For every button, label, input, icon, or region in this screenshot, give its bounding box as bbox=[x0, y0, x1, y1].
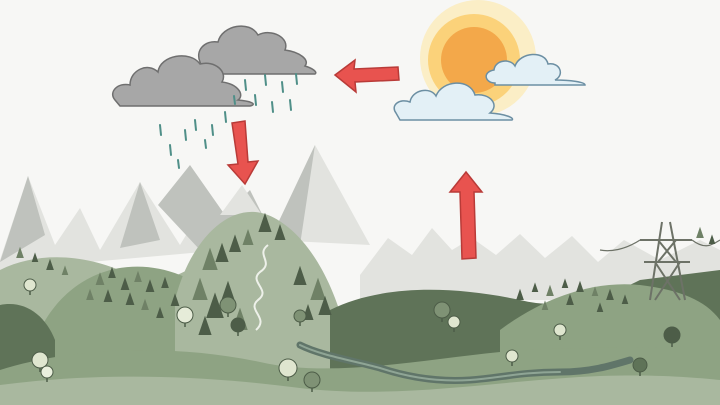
tree-icon bbox=[31, 252, 39, 262]
tree-icon bbox=[134, 270, 142, 282]
tree-icon bbox=[202, 247, 218, 270]
tree-icon bbox=[505, 349, 519, 366]
tree-icon bbox=[192, 277, 208, 300]
tree-icon bbox=[318, 295, 332, 315]
tree-icon bbox=[215, 242, 229, 262]
tree-icon bbox=[161, 276, 169, 288]
mountain-icon bbox=[220, 185, 262, 215]
tree-icon bbox=[170, 293, 180, 306]
tree-icon bbox=[228, 234, 242, 252]
valley-foreground-light bbox=[0, 375, 720, 405]
arrow-icon bbox=[448, 170, 484, 260]
tree-icon bbox=[95, 272, 105, 285]
tree-icon bbox=[221, 280, 235, 300]
arrow-evaporation-to-cloud bbox=[333, 58, 400, 94]
rain-drops bbox=[159, 73, 298, 169]
mountain-icon bbox=[0, 176, 225, 270]
tree-icon bbox=[541, 300, 549, 310]
tree-icon bbox=[591, 286, 599, 296]
tree-icon bbox=[546, 284, 554, 296]
mountain-icon bbox=[120, 182, 160, 248]
tree-icon bbox=[125, 292, 135, 305]
tree-icon bbox=[632, 357, 648, 376]
tree-icon bbox=[16, 246, 24, 258]
tree-icon bbox=[433, 301, 451, 322]
mountain-central bbox=[270, 145, 370, 245]
tree-icon bbox=[696, 226, 704, 238]
tree-icon bbox=[108, 266, 116, 278]
tree-icon bbox=[293, 265, 307, 285]
tree-icon bbox=[40, 365, 54, 382]
tree-icon bbox=[103, 289, 113, 302]
arrow-precipitation-down bbox=[226, 120, 260, 186]
mountain-icon bbox=[0, 176, 45, 262]
tree-icon bbox=[86, 288, 94, 300]
tree-icon bbox=[566, 293, 574, 305]
tree-icon bbox=[553, 323, 567, 340]
river-highlight bbox=[299, 344, 561, 382]
tree-icon bbox=[219, 296, 237, 317]
mountain-icon bbox=[270, 145, 315, 245]
tree-icon bbox=[230, 317, 246, 336]
tree-icon bbox=[278, 358, 298, 381]
power-tower-icon bbox=[599, 221, 720, 301]
tree-icon bbox=[120, 277, 130, 290]
tree-icon bbox=[621, 294, 629, 304]
tree-icon bbox=[274, 224, 286, 240]
tree-icon bbox=[561, 278, 569, 288]
tree-icon bbox=[663, 326, 681, 347]
tree-icon bbox=[606, 288, 614, 300]
tree-icon bbox=[303, 371, 321, 392]
tree-icon bbox=[23, 278, 37, 295]
tree-icon bbox=[447, 315, 461, 332]
cloud-icon bbox=[485, 53, 586, 86]
tree-icon bbox=[198, 315, 212, 335]
cloud-icon bbox=[393, 82, 514, 121]
tree-icon bbox=[61, 265, 69, 275]
tree-icon bbox=[708, 234, 716, 244]
tree-icon bbox=[31, 351, 49, 372]
tree-icon bbox=[596, 302, 604, 312]
tree-icon bbox=[576, 280, 584, 292]
round-trees bbox=[23, 278, 681, 392]
tree-icon bbox=[145, 279, 155, 292]
tree-icon bbox=[206, 292, 224, 318]
tree-icon bbox=[310, 277, 326, 300]
arrow-icon bbox=[333, 58, 400, 94]
tree-icon bbox=[141, 298, 149, 310]
tree-icon bbox=[156, 306, 164, 318]
tree-icon bbox=[176, 306, 194, 327]
tree-icon bbox=[242, 229, 254, 245]
tree-icon bbox=[46, 258, 54, 270]
arrow-evaporation-up bbox=[448, 170, 484, 260]
tree-icon bbox=[531, 282, 539, 292]
mountain-trail bbox=[253, 244, 269, 331]
tree-icon bbox=[293, 309, 307, 326]
tree-icon bbox=[516, 288, 524, 300]
rain-cloud-icon bbox=[111, 25, 317, 107]
arrow-icon bbox=[226, 120, 260, 186]
tree-icon bbox=[258, 212, 272, 232]
